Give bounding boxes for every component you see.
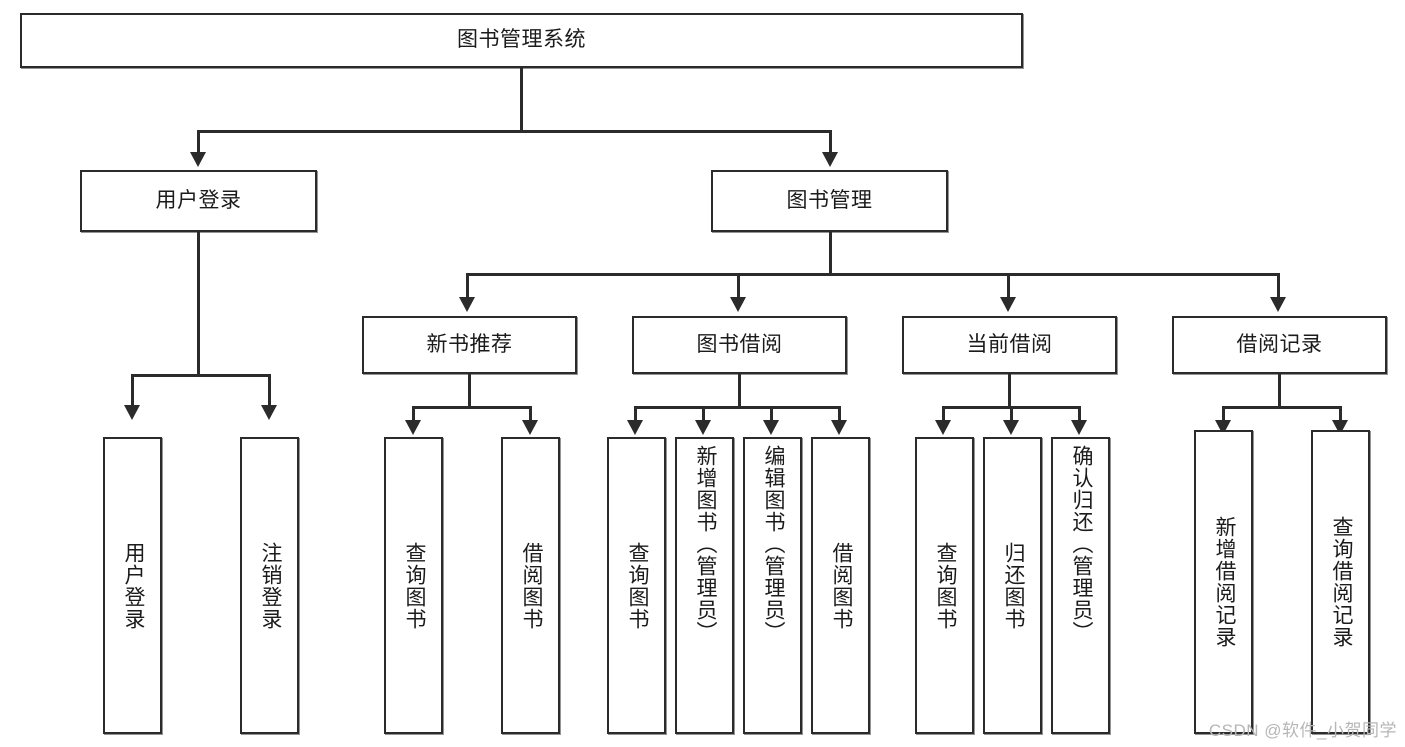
leaf-borrow-record-add[interactable]: 新增借阅记录 [1194, 430, 1253, 734]
leaf-new-book-query[interactable]: 查询图书 [384, 437, 443, 734]
node-label: 新增借阅记录 [1212, 516, 1236, 648]
leaf-current-borrow-query[interactable]: 查询图书 [915, 437, 974, 734]
arrow-book-manage-to-borrow [730, 297, 746, 312]
arrow-book-borrow-to-leaf-2 [695, 420, 711, 435]
connector-book-manage-to-borrow [737, 273, 740, 301]
node-label: 新增图书（管理员） [693, 445, 717, 643]
connector-root-to-book-manage [829, 130, 832, 156]
node-label: 用户登录 [155, 188, 242, 212]
leaf-book-borrow-borrow[interactable]: 借阅图书 [811, 437, 870, 734]
connector-borrow-record-to-leaf-2 [1339, 406, 1342, 424]
arrow-user-login-to-leaf-1 [124, 405, 140, 420]
connector-book-borrow-to-leaf-1 [634, 406, 637, 424]
connector-book-borrow-bus [634, 406, 840, 409]
node-label: 图书借阅 [696, 332, 783, 356]
node-label: 借阅图书 [829, 541, 853, 630]
arrow-current-borrow-to-leaf-3 [1071, 420, 1087, 435]
connector-book-manage-to-record [1277, 273, 1280, 301]
connector-borrow-record-bus [1222, 406, 1342, 409]
csdn-watermark: CSDN @软件_小贺同学 [1208, 721, 1397, 740]
leaf-current-borrow-return[interactable]: 归还图书 [983, 437, 1042, 734]
connector-book-borrow-to-leaf-2 [702, 406, 705, 424]
connector-root-stem [520, 68, 523, 132]
node-book-manage[interactable]: 图书管理 [711, 170, 948, 232]
node-label: 确认归还（管理员） [1069, 445, 1093, 643]
connector-current-borrow-to-leaf-3 [1078, 406, 1081, 424]
leaf-new-book-borrow[interactable]: 借阅图书 [501, 437, 560, 734]
arrow-book-manage-to-record [1270, 297, 1286, 312]
arrow-book-borrow-to-leaf-1 [627, 420, 643, 435]
leaf-borrow-record-query[interactable]: 查询借阅记录 [1311, 430, 1370, 734]
node-label: 借阅图书 [519, 541, 543, 630]
connector-new-book-to-leaf-1 [412, 406, 415, 424]
leaf-user-login-logout[interactable]: 注销登录 [240, 437, 299, 734]
connector-current-borrow-to-leaf-2 [1010, 406, 1013, 424]
node-current-borrow[interactable]: 当前借阅 [902, 316, 1117, 374]
leaf-book-borrow-edit[interactable]: 编辑图书（管理员） [743, 437, 802, 734]
node-user-login[interactable]: 用户登录 [80, 170, 317, 232]
node-label: 归还图书 [1001, 541, 1025, 630]
node-label: 查询图书 [625, 541, 649, 630]
node-root-system[interactable]: 图书管理系统 [20, 13, 1023, 68]
connector-root-to-user-login [197, 130, 200, 156]
connector-borrow-record-stem [1278, 374, 1281, 408]
connector-user-login-to-leaf-1 [131, 374, 134, 408]
arrow-book-borrow-to-leaf-3 [763, 420, 779, 435]
leaf-book-borrow-add[interactable]: 新增图书（管理员） [675, 437, 734, 734]
leaf-user-login-login[interactable]: 用户登录 [103, 437, 162, 734]
arrow-current-borrow-to-leaf-2 [1003, 420, 1019, 435]
connector-book-manage-to-new-book [466, 273, 469, 301]
node-label: 借阅记录 [1236, 332, 1323, 356]
node-label: 图书管理系统 [457, 28, 586, 52]
connector-book-borrow-to-leaf-3 [770, 406, 773, 424]
node-label: 当前借阅 [966, 332, 1053, 356]
connector-user-login-to-leaf-2 [268, 374, 271, 408]
arrow-book-borrow-to-leaf-4 [831, 420, 847, 435]
connector-root-bus [197, 130, 832, 133]
connector-borrow-record-to-leaf-1 [1222, 406, 1225, 424]
arrow-new-book-to-leaf-1 [405, 420, 421, 435]
node-new-book-recommend[interactable]: 新书推荐 [362, 316, 577, 374]
connector-current-borrow-to-leaf-1 [942, 406, 945, 424]
connector-new-book-to-leaf-2 [529, 406, 532, 424]
connector-new-book-bus [412, 406, 532, 409]
connector-book-manage-to-current [1007, 273, 1010, 301]
node-label: 查询图书 [402, 541, 426, 630]
arrow-book-manage-to-current [1000, 297, 1016, 312]
arrow-user-login-to-leaf-2 [261, 405, 277, 420]
arrow-current-borrow-to-leaf-1 [935, 420, 951, 435]
node-label: 用户登录 [121, 541, 145, 630]
arrow-new-book-to-leaf-2 [522, 420, 538, 435]
node-borrow-record[interactable]: 借阅记录 [1172, 316, 1387, 374]
node-label: 图书管理 [786, 188, 873, 212]
node-label: 查询借阅记录 [1329, 516, 1353, 648]
connector-book-manage-bus [466, 273, 1280, 276]
connector-user-login-bus [131, 374, 271, 377]
connector-book-borrow-stem [738, 374, 741, 408]
connector-current-borrow-stem [1008, 374, 1011, 408]
arrow-book-manage-to-new-book [459, 297, 475, 312]
arrow-root-to-user-login [190, 152, 206, 167]
node-label: 编辑图书（管理员） [761, 445, 785, 643]
node-label: 新书推荐 [426, 332, 513, 356]
node-book-borrow[interactable]: 图书借阅 [632, 316, 847, 374]
connector-user-login-stem [197, 232, 200, 376]
node-label: 注销登录 [258, 541, 282, 630]
leaf-current-borrow-confirm-return[interactable]: 确认归还（管理员） [1051, 437, 1110, 734]
leaf-book-borrow-query[interactable]: 查询图书 [607, 437, 666, 734]
arrow-root-to-book-manage [822, 152, 838, 167]
connector-new-book-stem [468, 374, 471, 408]
connector-book-borrow-to-leaf-4 [838, 406, 841, 424]
connector-book-manage-stem [829, 232, 832, 276]
node-label: 查询图书 [933, 541, 957, 630]
